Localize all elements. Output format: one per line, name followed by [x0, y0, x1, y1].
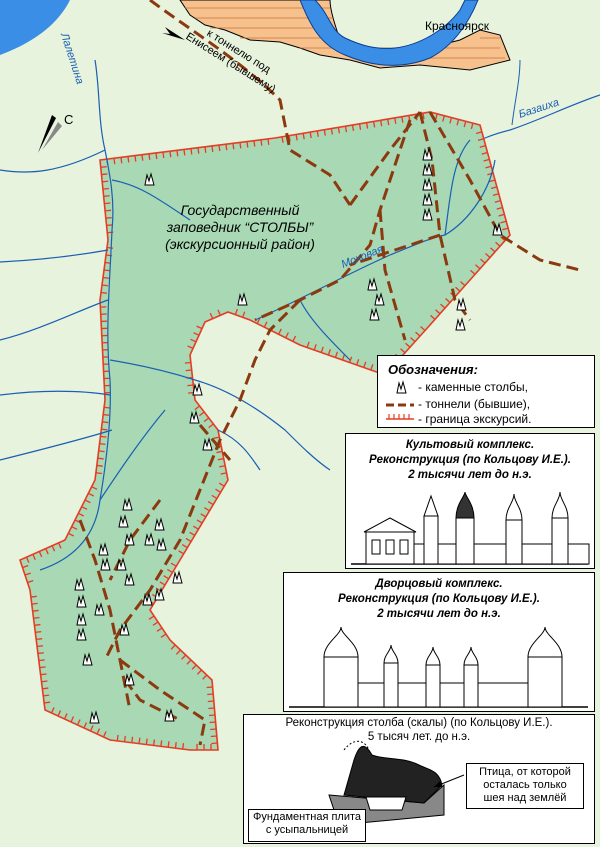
- river-label-bazaikha: Базаиха: [517, 97, 560, 121]
- tunnel-note-arrow-icon: [162, 27, 185, 40]
- cult-title-2: Реконструкция (по Кольцову И.Е.).: [369, 454, 571, 466]
- legend-item-boundary: - граница экскурсий.: [418, 412, 532, 426]
- rock-pillar-icon: [456, 298, 467, 311]
- legend: Обозначения: - каменные столбы, - тоннел…: [377, 355, 595, 428]
- palace-complex-panel: Дворцовый комплекс. Реконструкция (по Ко…: [283, 572, 595, 712]
- cult-complex-panel: Культовый комплекс. Реконструкция (по Ко…: [345, 433, 595, 569]
- cult-complex-drawing: [351, 491, 590, 565]
- boundary-line-icon: [386, 414, 414, 420]
- palace-title-3: 2 тысячи лет до н.э.: [377, 608, 501, 620]
- pillar-title-2: 5 тысяч лет. до н.э.: [367, 731, 471, 743]
- reserve-area: [19, 111, 511, 751]
- rock-pillar-icon: [172, 571, 183, 584]
- north-arrow-icon: С: [38, 112, 73, 153]
- svg-text:Государственный: Государственный: [181, 202, 300, 218]
- reserve-title: Государственный заповедник “СТОЛБЫ” (экс…: [165, 202, 315, 252]
- pillar-reconstruction-panel: Реконструкция столба (скалы) (по Кольцов…: [243, 714, 595, 844]
- legend-title: Обозначения:: [388, 362, 478, 377]
- legend-item-pillars: - каменные столбы,: [418, 380, 528, 394]
- river-label-laletina: Лалетина: [58, 30, 86, 85]
- rock-pillar-icon: [455, 318, 466, 331]
- city-label: Красноярск: [425, 19, 490, 33]
- pillar-title-1: Реконструкция столба (скалы) (по Кольцов…: [285, 717, 553, 729]
- yenisei-river: [299, 0, 479, 66]
- svg-text:заповедник “СТОЛБЫ”: заповедник “СТОЛБЫ”: [166, 219, 315, 235]
- stream-top: [511, 59, 521, 126]
- north-label: С: [64, 112, 73, 127]
- svg-text:(экскурсионный район): (экскурсионный район): [165, 236, 315, 252]
- lake-water: [0, 0, 70, 55]
- palace-title-2: Реконструкция (по Кольцову И.Е.).: [338, 593, 540, 605]
- legend-icons: [386, 381, 414, 420]
- rock-pillar-icon: [192, 383, 203, 396]
- legend-item-tunnels: - тоннели (бывшие),: [418, 397, 531, 411]
- rock-pillar-icon: [396, 381, 407, 394]
- bazaikha-river: [469, 94, 600, 146]
- foundation-note: Фундаментная плита с усыпальницей: [248, 809, 366, 842]
- palace-title-1: Дворцовый комплекс.: [375, 578, 503, 590]
- city-hatching: [185, 7, 505, 59]
- river-network: [0, 59, 496, 571]
- boundary-ticks: [22, 113, 509, 750]
- bird-note: Птица, от которой осталась только шея на…: [466, 763, 584, 809]
- cult-title-3: 2 тысячи лет до н.э.: [408, 469, 532, 481]
- cult-title-1: Культовый комплекс.: [405, 439, 535, 451]
- palace-complex-drawing: [289, 626, 588, 708]
